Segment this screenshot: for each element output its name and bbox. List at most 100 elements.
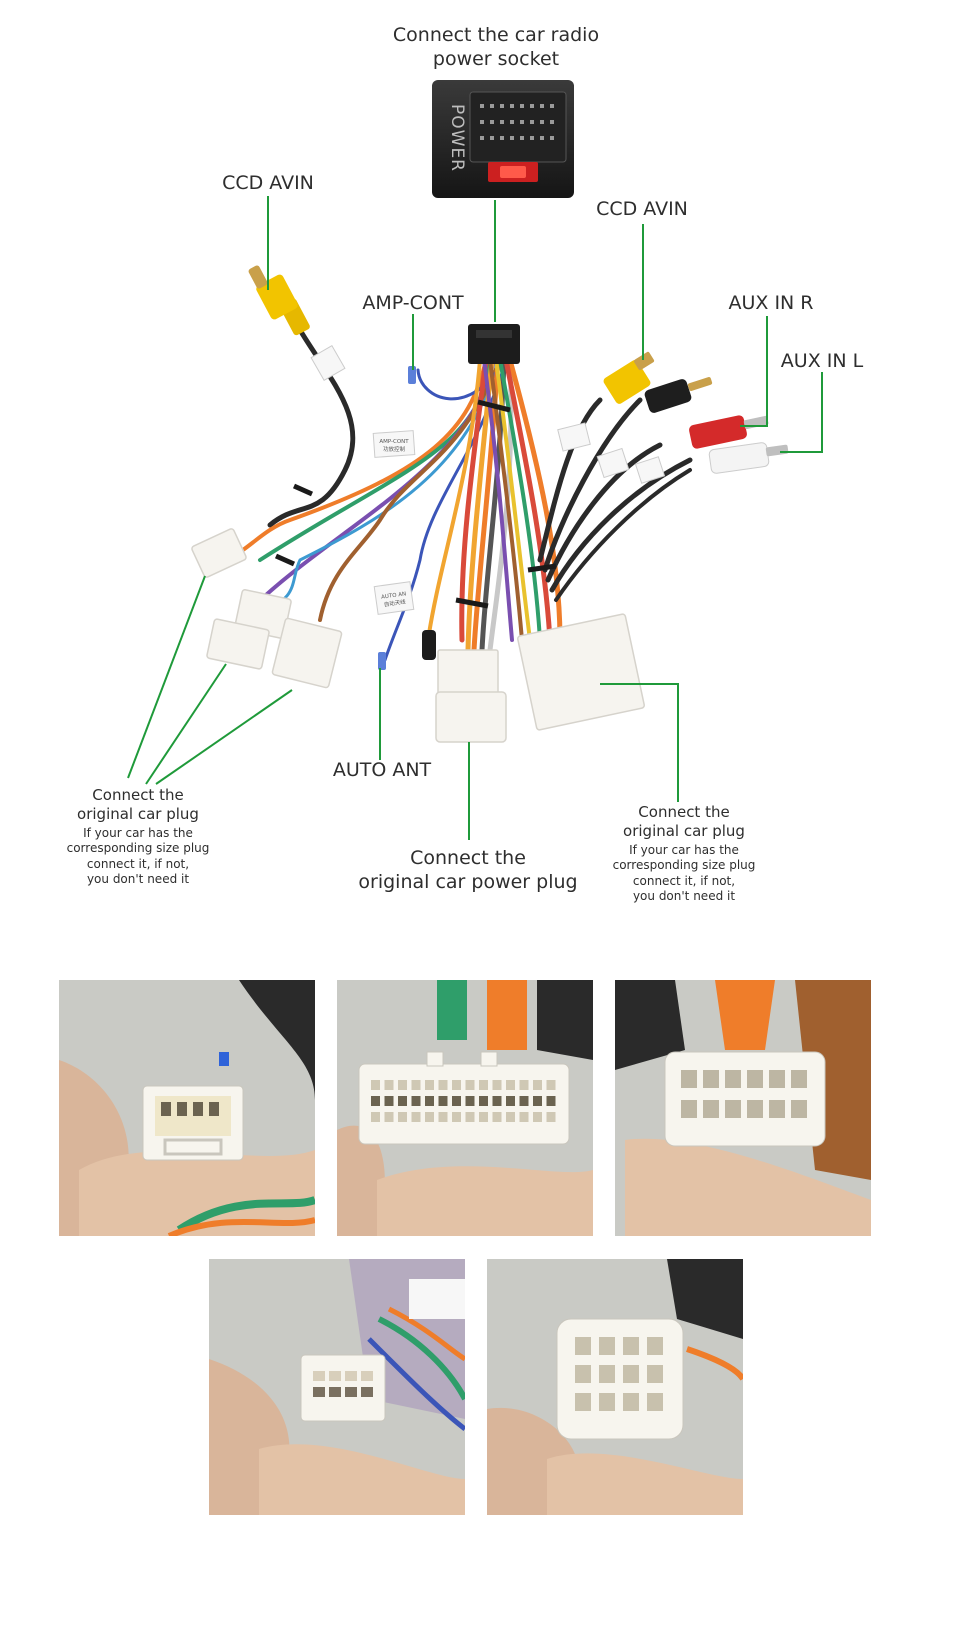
wide-pin: [546, 1096, 556, 1106]
wide-pin: [465, 1112, 475, 1122]
leader-lines: [127, 196, 823, 840]
label-original-plug-left-note1: If your car has the: [83, 825, 193, 840]
label-aux-in-r: AUX IN R: [728, 292, 814, 314]
mid-pin: [647, 1393, 663, 1411]
socket-pin: [540, 120, 544, 124]
main-pin: [769, 1070, 785, 1088]
socket-pin: [550, 136, 554, 140]
label-original-plug-left: Connect the original car plug If your ca…: [48, 786, 228, 888]
socket-pin: [480, 120, 484, 124]
cable-tags: AMP-CONT 功放控制 AUTO AN 自动天线: [310, 345, 666, 615]
socket-pin: [550, 120, 554, 124]
connector-amp-illustration: [209, 1259, 465, 1515]
main-harness-plug: [468, 324, 520, 364]
main-pin: [747, 1070, 763, 1088]
label-power-plug-line1: Connect the: [410, 847, 526, 869]
rca-yellow-left: [248, 265, 310, 336]
wide-pin: [384, 1112, 394, 1122]
wiring-diagram: POWER: [48, 24, 864, 905]
socket-pin: [520, 104, 524, 108]
mid-pin: [623, 1393, 639, 1411]
photo-connector-amp: [209, 1259, 465, 1515]
label-power-socket-line1: Connect the car radio: [392, 24, 600, 46]
main-pin: [681, 1070, 697, 1088]
label-original-plug-right: Connect the original car plug If your ca…: [594, 803, 774, 905]
label-original-plug-right-note3: connect it, if not,: [632, 873, 736, 888]
wire-terminals: [378, 366, 436, 670]
wide-pin: [411, 1112, 421, 1122]
wide-pin: [479, 1080, 488, 1090]
wide-pin: [506, 1080, 515, 1090]
mid-pin: [599, 1393, 615, 1411]
main-pin: [791, 1070, 807, 1088]
label-power-socket: Connect the car radio power socket: [370, 24, 622, 72]
rca-white-aux-l: [708, 442, 789, 474]
photo-connector-main: [615, 980, 871, 1236]
socket-power-text: POWER: [447, 104, 467, 172]
socket-pin: [540, 104, 544, 108]
rca-yellow-right: [603, 351, 655, 404]
wide-pin: [425, 1112, 434, 1122]
wide-pin: [519, 1112, 529, 1122]
wide-pin: [452, 1080, 461, 1090]
label-power-plug: Connect the original car power plug: [350, 847, 586, 895]
label-ccd-avin-right: CCD AVIN: [596, 198, 688, 220]
socket-pin: [490, 120, 494, 124]
photo-connector-small: [59, 980, 315, 1236]
label-auto-ant: AUTO ANT: [332, 759, 432, 781]
mid-pin: [575, 1365, 591, 1383]
label-power-plug-line2: original car power plug: [358, 870, 578, 893]
mid-pin: [647, 1365, 663, 1383]
wide-pin: [546, 1112, 556, 1122]
socket-pin: [510, 104, 514, 108]
label-amp-cont: AMP-CONT: [362, 292, 464, 314]
tag-amp-line2: 功放控制: [383, 445, 406, 453]
wide-pin: [465, 1096, 475, 1106]
tag-auto-line2: 自动天线: [383, 597, 406, 608]
connector-main-illustration: [615, 980, 871, 1236]
socket-pin: [510, 120, 514, 124]
wide-pin: [398, 1112, 407, 1122]
mid-pin: [575, 1393, 591, 1411]
wide-pin: [492, 1112, 502, 1122]
label-original-plug-left-line1: Connect the: [92, 786, 184, 804]
wide-pin: [438, 1112, 448, 1122]
connector-mid-illustration: [487, 1259, 743, 1515]
main-pin: [703, 1070, 719, 1088]
wide-pin: [411, 1096, 421, 1106]
mid-pin: [623, 1365, 639, 1383]
socket-pin: [530, 136, 534, 140]
wide-pin: [398, 1096, 407, 1106]
label-original-plug-right-note2: corresponding size plug: [612, 858, 756, 873]
wide-pin: [452, 1112, 461, 1122]
wide-pin: [546, 1080, 556, 1090]
wide-pin: [533, 1080, 542, 1090]
main-pin: [725, 1100, 741, 1118]
label-original-plug-left-line2: original car plug: [77, 804, 199, 823]
socket-pin: [490, 104, 494, 108]
wide-pin: [384, 1080, 394, 1090]
main-pin: [791, 1100, 807, 1118]
tag-amp-line1: AMP-CONT: [379, 439, 409, 445]
main-pin: [703, 1100, 719, 1118]
wide-pin: [465, 1080, 475, 1090]
white-connectors: [191, 528, 645, 743]
wide-pin: [371, 1096, 380, 1106]
wide-pin: [533, 1096, 542, 1106]
label-original-plug-left-note3: connect it, if not,: [86, 856, 190, 871]
wide-pin: [384, 1096, 394, 1106]
main-pin: [747, 1100, 763, 1118]
wide-pin: [533, 1112, 542, 1122]
socket-pin: [500, 136, 504, 140]
label-original-plug-right-line2: original car plug: [623, 821, 745, 840]
label-original-plug-right-note4: you don't need it: [632, 889, 736, 904]
socket-pin: [540, 136, 544, 140]
wide-pin: [425, 1080, 434, 1090]
wide-pin: [425, 1096, 434, 1106]
socket-pin: [550, 104, 554, 108]
socket-pin: [520, 120, 524, 124]
photo-connector-wide: [337, 980, 593, 1236]
socket-pin: [480, 136, 484, 140]
main-pin: [681, 1100, 697, 1118]
wide-pin: [519, 1096, 529, 1106]
